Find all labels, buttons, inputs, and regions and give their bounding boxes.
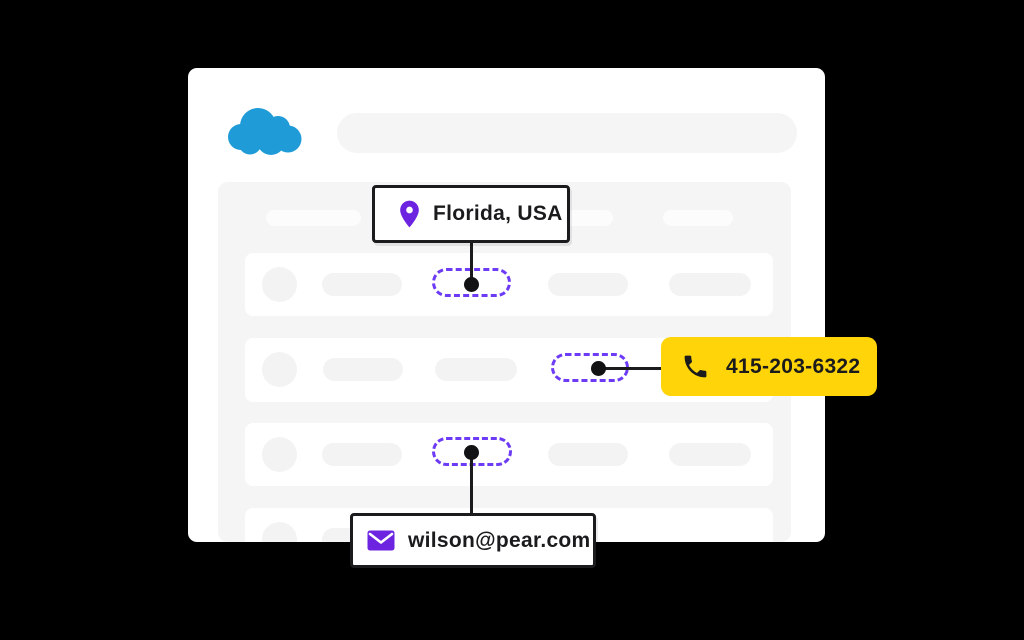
avatar-placeholder bbox=[262, 437, 297, 472]
salesforce-cloud-logo-icon bbox=[228, 108, 302, 155]
location-callout[interactable]: Florida, USA bbox=[372, 185, 570, 243]
cell-placeholder bbox=[669, 273, 751, 296]
cell-placeholder bbox=[323, 358, 403, 381]
email-callout-label: wilson@pear.com bbox=[408, 528, 591, 552]
table-header-bar bbox=[266, 210, 361, 226]
phone-connector-line bbox=[598, 366, 662, 370]
email-connector-line bbox=[469, 450, 473, 514]
location-callout-label: Florida, USA bbox=[433, 202, 563, 225]
location-connector-line bbox=[469, 240, 473, 286]
avatar-placeholder bbox=[262, 352, 297, 387]
email-connector-dot bbox=[463, 444, 479, 460]
cell-placeholder bbox=[322, 443, 402, 466]
phone-callout-label: 415-203-6322 bbox=[726, 354, 861, 378]
avatar-placeholder bbox=[262, 522, 297, 542]
phone-connector-dot bbox=[591, 360, 606, 376]
cell-placeholder bbox=[548, 443, 628, 466]
location-pin-icon bbox=[399, 200, 420, 228]
location-connector-dot bbox=[463, 276, 479, 292]
cell-placeholder bbox=[548, 273, 628, 296]
cell-placeholder bbox=[435, 358, 517, 381]
cell-placeholder bbox=[322, 273, 402, 296]
cell-placeholder bbox=[669, 443, 751, 466]
phone-callout[interactable]: 415-203-6322 bbox=[661, 337, 877, 396]
envelope-icon bbox=[367, 530, 395, 551]
search-input[interactable] bbox=[337, 113, 797, 153]
phone-icon bbox=[681, 352, 710, 381]
email-callout[interactable]: wilson@pear.com bbox=[350, 513, 596, 568]
table-row bbox=[245, 253, 773, 316]
table-header-bar bbox=[663, 210, 733, 226]
avatar-placeholder bbox=[262, 267, 297, 302]
